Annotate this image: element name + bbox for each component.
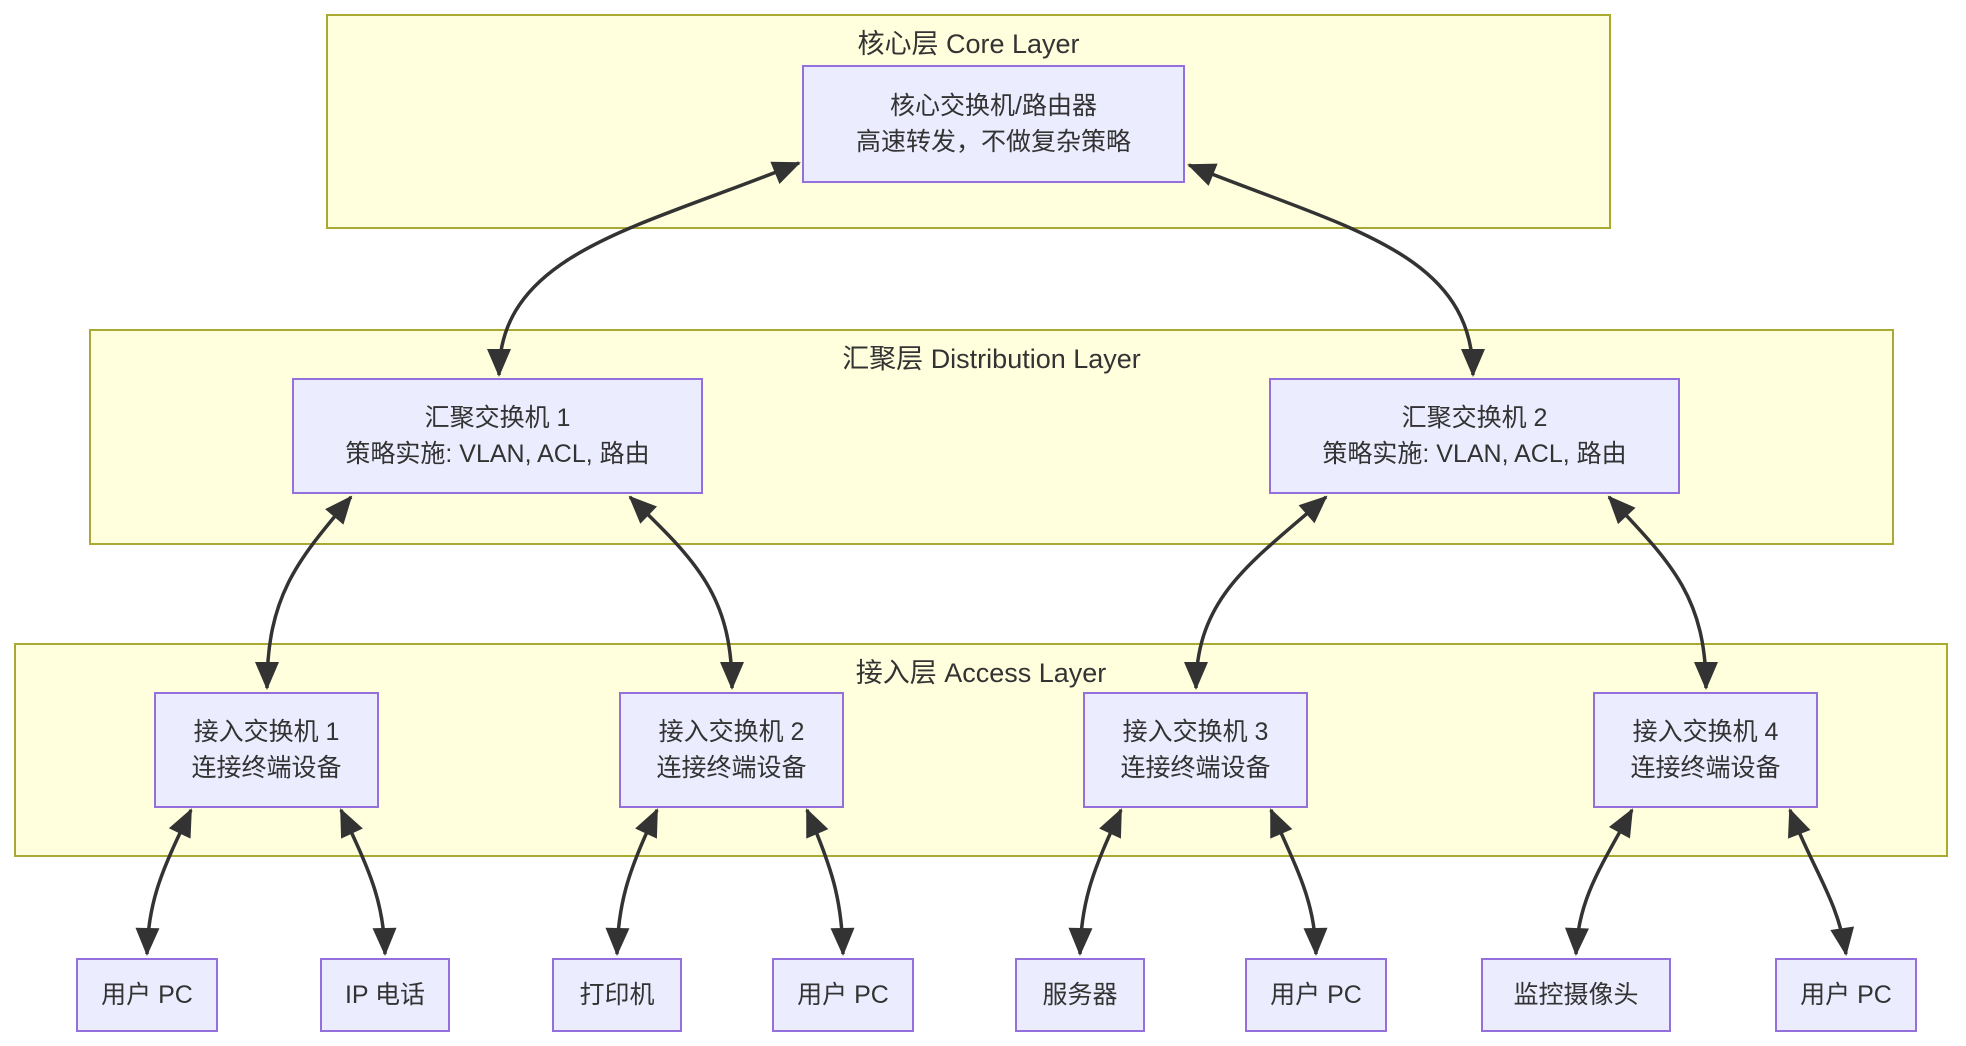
node-core-switch-line1: 核心交换机/路由器 — [890, 92, 1097, 120]
node-access-switch-4-line2: 连接终端设备 — [1630, 754, 1781, 782]
node-device-user-pc-2: 用户 PC — [772, 958, 914, 1032]
node-dist-switch-2-line1: 汇聚交换机 2 — [1401, 404, 1548, 432]
node-device-user-pc-3: 用户 PC — [1245, 958, 1387, 1032]
node-dist-switch-1-line2: 策略实施: VLAN, ACL, 路由 — [345, 440, 650, 468]
node-access-switch-2-line2: 连接终端设备 — [656, 754, 807, 782]
edge-core-dist1 — [487, 161, 801, 377]
node-access-switch-1: 接入交换机 1 连接终端设备 — [154, 692, 379, 808]
edge-dist1-as1 — [255, 495, 353, 690]
edge-as4-camera — [1564, 808, 1634, 956]
node-access-switch-3-line1: 接入交换机 3 — [1122, 718, 1269, 746]
node-access-switch-3-line2: 连接终端设备 — [1120, 754, 1271, 782]
edge-as1-pc1 — [135, 808, 193, 956]
node-core-switch: 核心交换机/路由器 高速转发，不做复杂策略 — [802, 65, 1185, 183]
device-label: 服务器 — [1042, 981, 1118, 1009]
node-access-switch-3: 接入交换机 3 连接终端设备 — [1083, 692, 1308, 808]
layer-title-distribution: 汇聚层 Distribution Layer — [842, 344, 1141, 374]
device-label: IP 电话 — [344, 981, 426, 1009]
node-device-user-pc-1: 用户 PC — [76, 958, 218, 1032]
node-device-ip-phone: IP 电话 — [320, 958, 450, 1032]
edge-as4-pc4 — [1788, 808, 1855, 956]
edge-as3-server — [1068, 808, 1123, 956]
node-dist-switch-1: 汇聚交换机 1 策略实施: VLAN, ACL, 路由 — [292, 378, 703, 494]
layer-title-core: 核心层 Core Layer — [857, 29, 1080, 59]
edge-dist2-as4 — [1607, 495, 1718, 690]
node-access-switch-1-line2: 连接终端设备 — [191, 754, 342, 782]
node-device-user-pc-4: 用户 PC — [1775, 958, 1917, 1032]
layer-title-access: 接入层 Access Layer — [855, 658, 1107, 688]
node-device-server: 服务器 — [1015, 958, 1145, 1032]
node-access-switch-2: 接入交换机 2 连接终端设备 — [619, 692, 844, 808]
node-access-switch-4: 接入交换机 4 连接终端设备 — [1593, 692, 1818, 808]
node-core-switch-line2: 高速转发，不做复杂策略 — [855, 128, 1131, 156]
node-access-switch-4-line1: 接入交换机 4 — [1632, 718, 1779, 746]
edge-as1-ipphone — [339, 808, 397, 956]
device-label: 用户 PC — [101, 981, 193, 1009]
device-label: 打印机 — [579, 981, 655, 1009]
node-device-printer: 打印机 — [552, 958, 682, 1032]
node-access-switch-1-line1: 接入交换机 1 — [193, 718, 340, 746]
node-dist-switch-2-line2: 策略实施: VLAN, ACL, 路由 — [1322, 440, 1627, 468]
device-label: 用户 PC — [1800, 981, 1892, 1009]
edge-as3-pc3 — [1269, 808, 1328, 956]
node-device-camera: 监控摄像头 — [1481, 958, 1671, 1032]
edge-dist2-as3 — [1184, 495, 1328, 690]
edge-core-dist2 — [1187, 163, 1485, 377]
device-label: 用户 PC — [1270, 981, 1362, 1009]
edge-as2-printer — [605, 808, 659, 956]
node-access-switch-2-line1: 接入交换机 2 — [658, 718, 805, 746]
node-dist-switch-2: 汇聚交换机 2 策略实施: VLAN, ACL, 路由 — [1269, 378, 1680, 494]
edge-dist1-as2 — [628, 495, 744, 690]
device-label: 监控摄像头 — [1513, 981, 1639, 1009]
edge-as2-pc2 — [805, 808, 855, 956]
node-dist-switch-1-line1: 汇聚交换机 1 — [424, 404, 571, 432]
device-label: 用户 PC — [797, 981, 889, 1009]
